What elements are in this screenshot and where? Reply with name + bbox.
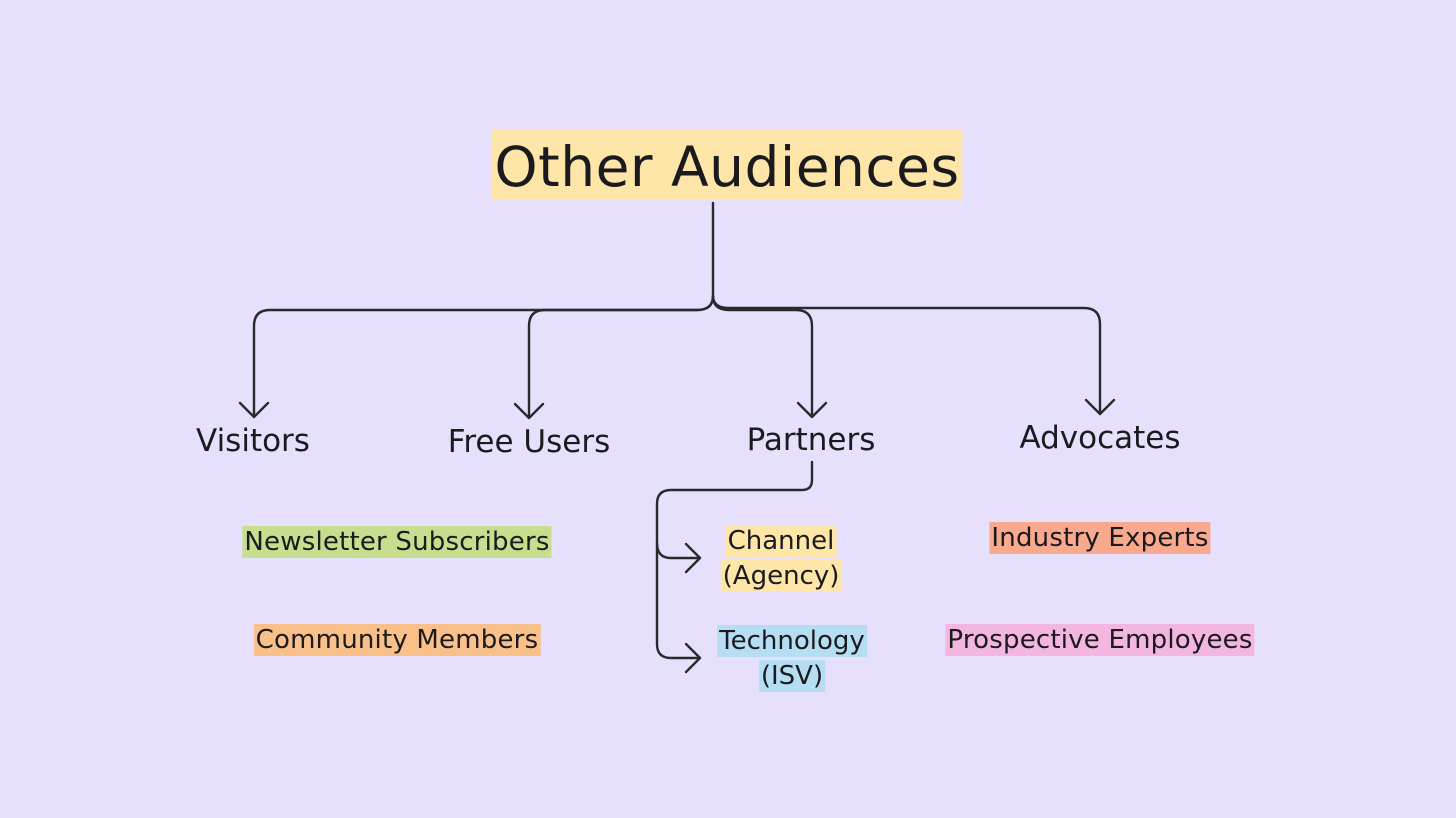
arrowhead-partners	[796, 401, 828, 419]
connector-partners-sub	[655, 460, 814, 660]
audience-partners: Partners	[746, 422, 876, 458]
partner-type-technology-line1: Technology	[717, 625, 867, 657]
connector-to-advocates	[711, 294, 1102, 414]
connector-to-free-users	[527, 294, 715, 418]
segment-industry-experts: Industry Experts	[989, 522, 1211, 554]
diagram-title: Other Audiences	[491, 129, 963, 200]
arrowhead-free-users	[513, 402, 545, 420]
partner-type-technology: Technology (ISV)	[717, 624, 867, 694]
arrowhead-technology	[684, 642, 702, 674]
partner-type-channel-line2: (Agency)	[720, 560, 842, 592]
audience-free-users: Free Users	[447, 424, 611, 460]
connector-to-channel	[655, 541, 702, 560]
segment-community-members: Community Members	[253, 624, 541, 656]
partner-type-technology-line2: (ISV)	[758, 660, 826, 692]
connector-to-partners	[711, 294, 814, 416]
connector-to-visitors	[252, 294, 715, 418]
audience-advocates: Advocates	[1019, 420, 1181, 456]
segment-newsletter-subscribers: Newsletter Subscribers	[242, 526, 552, 558]
arrowhead-advocates	[1084, 398, 1116, 416]
partner-type-channel-line1: Channel	[725, 525, 837, 557]
segment-prospective-employees: Prospective Employees	[945, 624, 1255, 656]
arrowhead-visitors	[238, 401, 270, 419]
audience-visitors: Visitors	[196, 423, 310, 459]
partner-type-channel: Channel (Agency)	[720, 524, 842, 594]
arrowhead-channel	[684, 542, 702, 574]
